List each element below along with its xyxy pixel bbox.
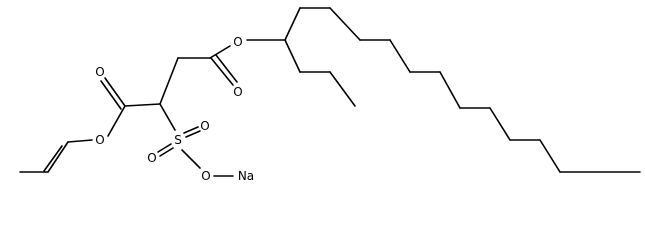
molecule-diagram: O O O O S O O O Na — [19, 7, 641, 183]
atom-o-ester-left: O — [95, 133, 104, 147]
atom-o-sulfonyl-right: O — [200, 119, 209, 133]
bond-vinyl-a — [47, 141, 69, 173]
bond-propyl-1 — [284, 39, 301, 73]
bond-so-left-b — [159, 147, 174, 157]
bond-ch-ch2 — [159, 57, 179, 105]
bond-chain-11 — [539, 139, 561, 173]
bond-chain-9 — [489, 107, 511, 141]
bond-vinyl-b — [43, 145, 63, 172]
bond-co-left-b — [100, 80, 122, 110]
atom-sulfur: S — [174, 133, 182, 147]
atom-o-sulfonyl-left: O — [147, 151, 156, 165]
atom-o-carbonyl-left: O — [95, 65, 104, 79]
bond-co-right-a — [210, 57, 234, 86]
atom-o-carbonyl-right: O — [233, 85, 242, 99]
bond-ch-cleft — [124, 103, 161, 107]
atom-o-ester-right: O — [233, 35, 242, 49]
bond-ch-s — [159, 103, 176, 131]
bond-chain-7 — [439, 71, 461, 109]
bond-layer — [19, 7, 641, 177]
bond-chain-3 — [329, 7, 361, 41]
structure-canvas: O O O O S O O O Na — [19, 7, 641, 183]
bond-c-oester — [107, 105, 126, 137]
bond-so-left-a — [157, 143, 172, 153]
bond-so-right-b — [185, 130, 201, 138]
bond-co-right-b — [215, 54, 238, 83]
atom-sodium: Na — [238, 169, 254, 183]
bond-o-c — [209, 45, 231, 59]
atom-o-sulfonate: O — [201, 169, 210, 183]
bond-propyl-3 — [329, 71, 356, 107]
bond-chain-5 — [389, 39, 411, 73]
atom-layer: O O O O S O O O Na — [95, 35, 254, 183]
bond-s-o — [181, 149, 201, 169]
bond-so-right-a — [183, 126, 199, 134]
bond-o-vinyl — [67, 139, 93, 143]
bond-co-left-a — [104, 77, 126, 107]
bond-chain-1 — [284, 7, 301, 41]
